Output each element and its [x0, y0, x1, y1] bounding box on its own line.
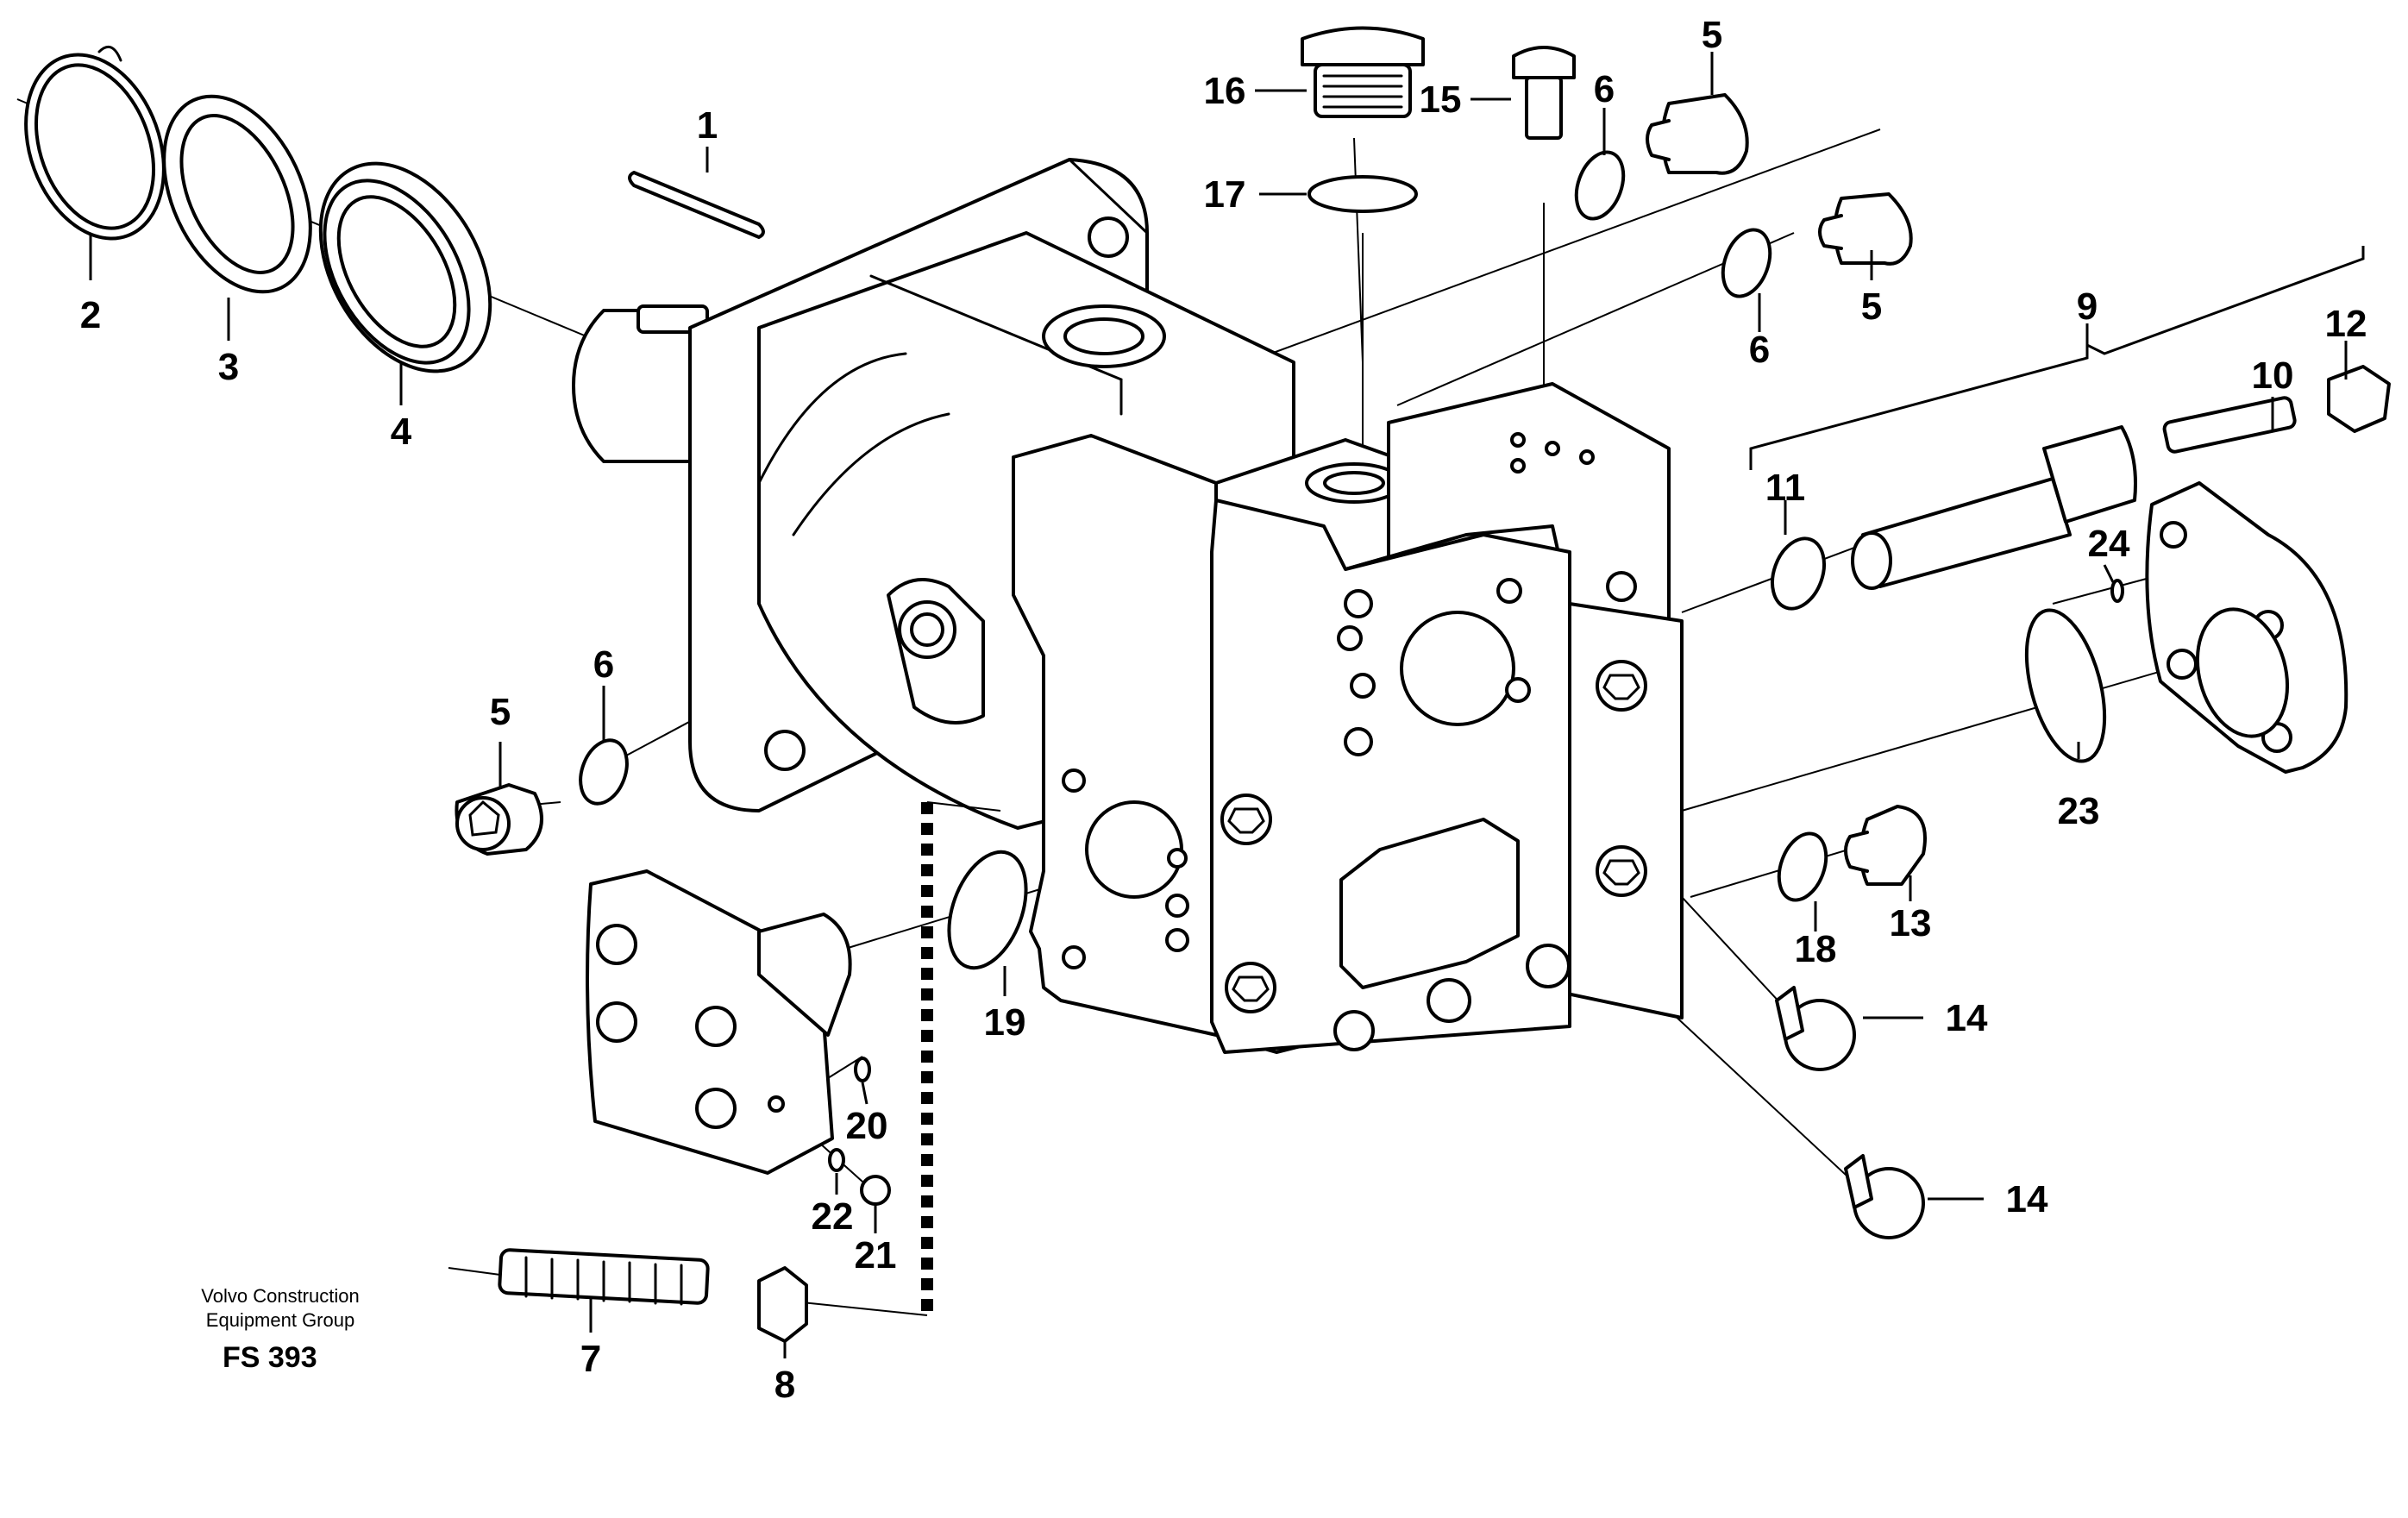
cover-bolts	[1220, 660, 1647, 1051]
pump-housing	[572, 158, 1684, 1054]
part-7-stud	[498, 1248, 710, 1306]
callout-11: 11	[1765, 467, 1806, 509]
part-14-screws	[1775, 986, 1925, 1239]
callout-23: 23	[2058, 790, 2100, 832]
part-5-plug-top	[1646, 93, 1749, 175]
callout-17: 17	[1204, 173, 1246, 216]
callout-10: 10	[2252, 354, 2294, 397]
part-10-adjusting-screw	[2162, 396, 2297, 454]
callout-labels: 1 2 3 4 5 6 5 6 5 6 7 8 9 10 11 12 13 14…	[80, 14, 2367, 1406]
callout-7: 7	[580, 1338, 601, 1380]
part-2-retaining-ring	[24, 45, 166, 241]
company-name-line-2: Equipment Group	[206, 1309, 354, 1331]
part-20-o-ring	[854, 1057, 871, 1082]
callout-6-top: 6	[1594, 68, 1615, 110]
callout-1: 1	[697, 104, 718, 147]
part-19-o-ring	[947, 850, 1028, 970]
callout-18: 18	[1795, 928, 1837, 970]
callout-2: 2	[80, 294, 101, 336]
callout-15: 15	[1420, 78, 1462, 121]
part-21-screw	[860, 1175, 891, 1206]
part-3-washer	[162, 94, 312, 294]
part-5-plug-mid	[1818, 192, 1913, 266]
footer: Volvo Construction Equipment Group FS 39…	[201, 1285, 359, 1374]
figure-code: FS 393	[223, 1341, 317, 1374]
part-13-plug	[1844, 805, 1927, 886]
callout-21: 21	[855, 1234, 897, 1276]
callout-3: 3	[218, 346, 239, 388]
callout-20: 20	[846, 1105, 888, 1147]
part-right-flange	[2145, 481, 2348, 774]
part-11-o-ring	[1771, 536, 1826, 611]
callout-8: 8	[774, 1364, 795, 1406]
part-24-o-ring	[2110, 579, 2124, 603]
callout-12: 12	[2325, 303, 2367, 345]
callout-4: 4	[391, 411, 412, 453]
part-1-pin	[628, 171, 765, 239]
callout-5-mid: 5	[1861, 285, 1882, 328]
callout-24: 24	[2088, 523, 2130, 565]
part-8-nut	[757, 1266, 808, 1343]
part-side-cover-plate	[586, 869, 852, 1175]
part-9-valve-spool	[1851, 425, 2137, 590]
callout-6-mid: 6	[1749, 329, 1770, 371]
callout-14-upper: 14	[1946, 997, 1988, 1039]
company-name-line-1: Volvo Construction	[201, 1285, 359, 1307]
part-12-lock-nut	[2327, 365, 2391, 433]
part-23-o-ring	[2024, 608, 2107, 763]
dashed-section-line	[921, 801, 1001, 1315]
part-18-o-ring	[1777, 831, 1828, 902]
callout-19: 19	[984, 1001, 1026, 1044]
callout-5-top: 5	[1702, 14, 1722, 56]
callout-14-lower: 14	[2006, 1178, 2048, 1220]
callout-22: 22	[812, 1195, 854, 1238]
callout-9: 9	[2077, 285, 2098, 328]
callout-6-left: 6	[593, 643, 614, 686]
part-5-plug-left	[455, 783, 543, 856]
part-15-screw	[1512, 46, 1576, 140]
callout-5-left: 5	[490, 691, 511, 733]
callout-16: 16	[1204, 70, 1246, 112]
part-4-shaft-seal	[318, 161, 492, 373]
part-22-o-ring	[828, 1148, 845, 1172]
part-6-o-rings	[579, 150, 1772, 806]
callout-13: 13	[1890, 902, 1932, 944]
part-16-plug	[1301, 26, 1425, 118]
callout-leaders	[89, 52, 2348, 1358]
part-17-o-ring	[1307, 175, 1418, 213]
